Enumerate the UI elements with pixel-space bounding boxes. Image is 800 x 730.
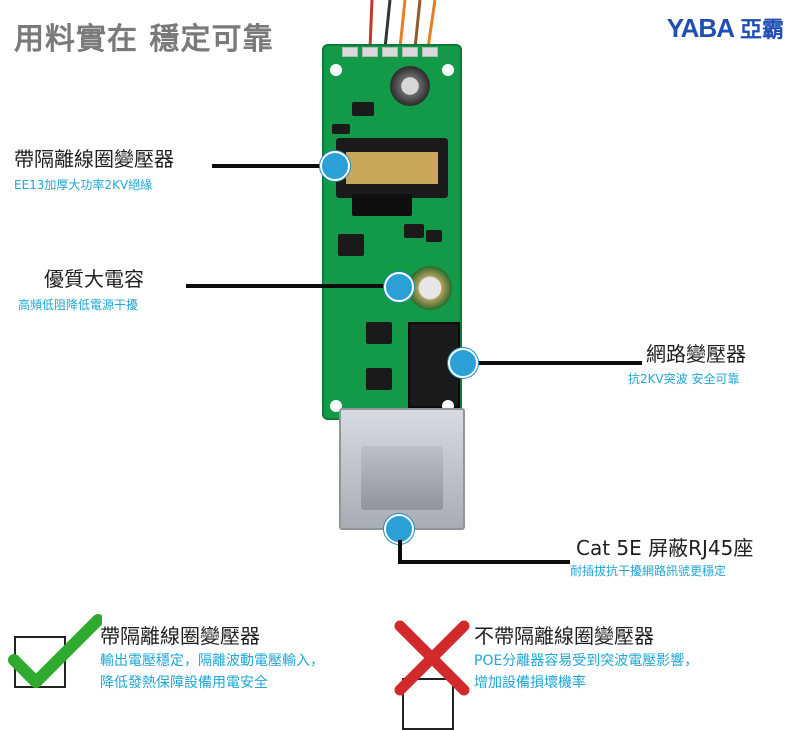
bad-option-line1: POE分離器容易受到突波電壓影響，	[474, 653, 699, 669]
transformer-callout-subtitle: EE13加厚大功率2KV絕緣	[14, 178, 153, 192]
rj45-jack	[339, 408, 465, 530]
bad-option-title: 不帶隔離線圈變壓器	[474, 624, 654, 648]
capacitor-callout-title: 優質大電容	[44, 267, 144, 291]
rj45-callout-subtitle: 耐插拔抗干擾網路訊號更穩定	[570, 564, 727, 578]
rj45-callout-title: Cat 5E 屏蔽RJ45座	[576, 536, 754, 560]
brand-logo: YABA 亞霸	[667, 12, 784, 44]
smd-chip	[426, 230, 442, 242]
header-pin	[342, 47, 358, 57]
cross-icon	[394, 620, 470, 696]
rj45-port	[361, 446, 443, 510]
mosfet-chip	[338, 234, 364, 256]
bad-option-line2: 增加設備損壞機率	[474, 675, 586, 691]
good-option-title: 帶隔離線圈變壓器	[100, 624, 260, 648]
brand-logo-mark: YABA	[666, 12, 735, 43]
check-icon	[8, 614, 102, 688]
mount-hole	[330, 64, 342, 76]
capacitor-callout-subtitle: 高頻低阻降低電源干擾	[18, 298, 139, 312]
callout-marker	[448, 348, 478, 378]
smd-chip	[404, 224, 424, 238]
callout-line	[462, 361, 642, 365]
smd-chip	[332, 124, 350, 134]
cable-wires	[368, 0, 437, 48]
callout-line	[212, 164, 330, 168]
electrolytic-capacitor-small	[390, 66, 430, 106]
callout-marker	[384, 514, 414, 544]
header-pin	[362, 47, 378, 57]
page-headline: 用料實在 穩定可靠	[14, 22, 274, 57]
isolation-transformer	[336, 138, 448, 198]
smd-chip	[352, 102, 374, 116]
rectifier-chip	[366, 322, 392, 344]
good-option-line1: 輸出電壓穩定，隔離波動電壓輸入，	[100, 653, 324, 669]
brand-name: 亞霸	[739, 18, 784, 43]
header-pin	[402, 47, 418, 57]
callout-marker	[384, 272, 414, 302]
transformer-callout-title: 帶隔離線圈變壓器	[14, 147, 174, 171]
good-option-line2: 降低發熱保障設備用電安全	[100, 675, 268, 691]
callout-marker	[320, 151, 350, 181]
callout-line	[398, 540, 402, 564]
callout-line	[398, 560, 570, 564]
mount-hole	[442, 64, 454, 76]
rectifier-chip	[366, 368, 392, 390]
electrolytic-capacitor-large	[408, 266, 452, 310]
network-transformer-callout-title: 網路變壓器	[646, 342, 746, 366]
callout-line	[186, 284, 394, 288]
transformer-base	[352, 194, 412, 216]
header-pin	[382, 47, 398, 57]
transformer-coil	[346, 152, 438, 184]
header-pin	[422, 47, 438, 57]
pcb-board	[322, 44, 462, 420]
network-transformer-callout-subtitle: 抗2KV突波 安全可靠	[628, 372, 740, 386]
